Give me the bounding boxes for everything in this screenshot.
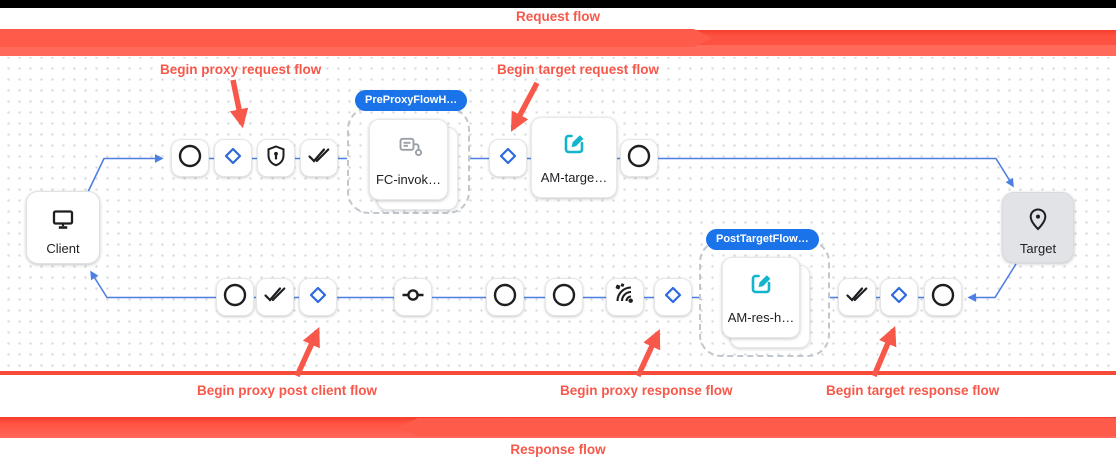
response-flow-title: Response flow (510, 442, 606, 457)
top-black-bar (0, 0, 1116, 8)
diamond-icon (489, 137, 527, 180)
diamond-icon (214, 137, 252, 180)
post-target-flow-hook-badge[interactable]: PostTargetFlow… (706, 229, 819, 250)
flow-callout-icon (394, 132, 424, 167)
request-postflow-node[interactable] (300, 139, 338, 177)
flow-callout-label: FC-invok… (375, 172, 441, 187)
circle-icon (216, 276, 254, 319)
circle-icon (486, 276, 524, 319)
post-client-signal-node[interactable] (606, 278, 644, 316)
begin-proxy-request-label: Begin proxy request flow (160, 62, 322, 77)
circle-icon (620, 137, 658, 180)
client-label: Client (46, 240, 80, 256)
target-request-flow-node[interactable] (489, 139, 527, 177)
request-preflow-start-node[interactable] (171, 139, 209, 177)
target-node[interactable]: Target (1002, 192, 1074, 263)
shield-lock-icon (257, 137, 295, 180)
diamond-icon (880, 276, 918, 319)
begin-proxy-response-label: Begin proxy response flow (560, 383, 733, 398)
client-node[interactable]: Client (26, 191, 100, 264)
assign-message-target-card[interactable]: AM-targe… (531, 117, 617, 198)
assign-message-response-card[interactable]: AM-res-h… (722, 257, 800, 338)
assign-message-target-label: AM-targe… (540, 170, 608, 185)
begin-proxy-post-client-label: Begin proxy post client flow (197, 383, 378, 398)
target-request-end-node[interactable] (620, 139, 658, 177)
proxy-response-circle-node[interactable] (545, 278, 583, 316)
circle-icon (545, 276, 583, 319)
request-security-node[interactable] (257, 139, 295, 177)
double-check-icon (256, 276, 294, 319)
proxy-response-flow-node[interactable] (654, 278, 692, 316)
circle-icon (171, 137, 209, 180)
target-label: Target (1019, 240, 1057, 256)
response-postflow-node[interactable] (256, 278, 294, 316)
begin-target-response-label: Begin target response flow (826, 383, 1000, 398)
begin-target-request-label: Begin target request flow (497, 62, 660, 77)
double-check-icon (300, 137, 338, 180)
target-response-flow-node[interactable] (880, 278, 918, 316)
assign-message-response-label: AM-res-h… (727, 310, 795, 325)
proxy-response-start-node[interactable] (486, 278, 524, 316)
double-check-icon (838, 276, 876, 319)
circle-icon (924, 276, 962, 319)
edit-square-icon (559, 130, 589, 165)
target-response-start-node[interactable] (924, 278, 962, 316)
request-flow-arrow (0, 29, 712, 47)
location-pin-icon (1019, 200, 1057, 243)
route-commit-node[interactable] (394, 278, 432, 316)
request-proxy-flow-node[interactable] (214, 139, 252, 177)
commit-icon (394, 276, 432, 319)
signal-icon (606, 276, 644, 319)
response-flow-arrow (398, 418, 1116, 436)
flow-callout-policy-card[interactable]: FC-invok… (369, 119, 448, 200)
target-response-check-node[interactable] (838, 278, 876, 316)
response-end-node[interactable] (216, 278, 254, 316)
monitor-icon (44, 200, 82, 243)
request-flow-bar-lower (0, 45, 1116, 56)
request-flow-title: Request flow (515, 9, 600, 24)
flow-canvas (0, 57, 1116, 375)
edit-square-icon (746, 270, 776, 305)
pre-proxy-flow-hook-badge[interactable]: PreProxyFlowH… (355, 90, 468, 111)
proxy-post-client-flow-node[interactable] (299, 278, 337, 316)
diamond-icon (299, 276, 337, 319)
diamond-icon (654, 276, 692, 319)
